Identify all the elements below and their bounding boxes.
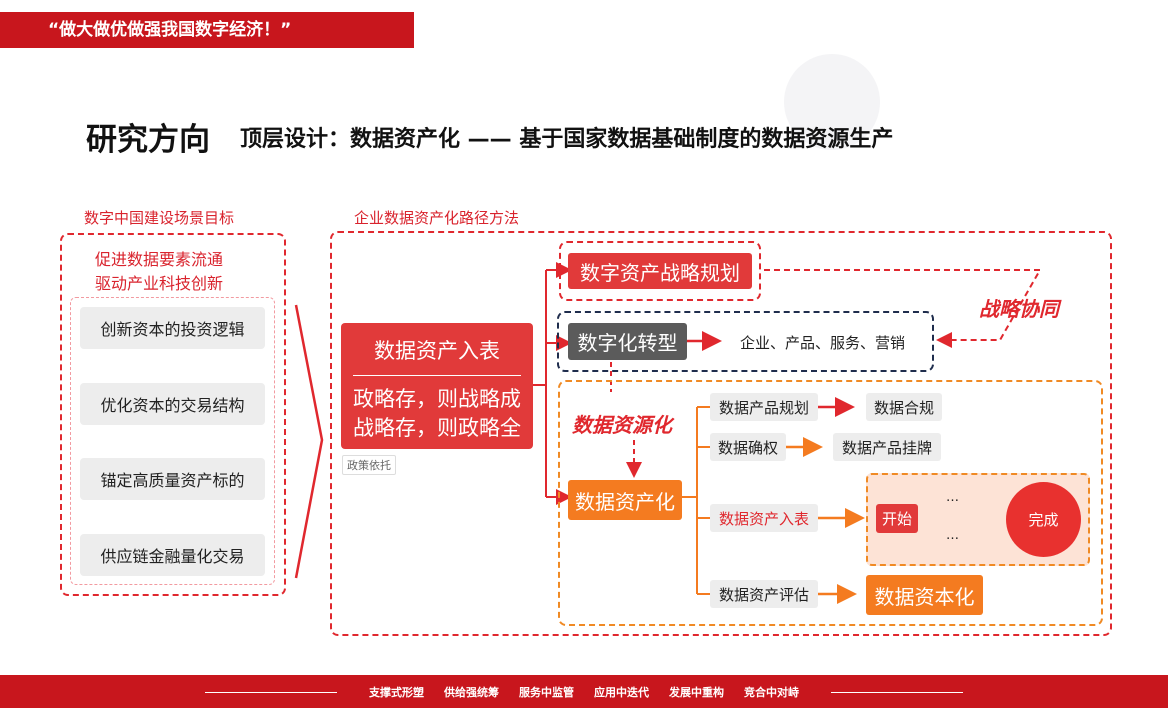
process-step-placeholder: …	[946, 528, 959, 543]
footer-keyword: 服务中监管	[519, 686, 574, 699]
footer-rule	[205, 691, 337, 693]
transform-node: 数字化转型	[568, 323, 687, 360]
main-box-body: 政略存，则战略成 战略存，则政略全	[341, 385, 533, 443]
footer-rule	[831, 691, 963, 693]
capitalize-node: 数据资本化	[866, 575, 983, 615]
goal-line-1: 促进数据要素流通	[95, 250, 224, 269]
done-node: 完成	[1006, 482, 1081, 557]
footer-keyword: 应用中迭代	[594, 686, 649, 699]
evaluate-node: 数据资产评估	[710, 580, 818, 608]
footer-keyword: 供给强统筹	[444, 686, 499, 699]
goal-item: 锚定高质量资产标的	[80, 458, 265, 500]
start-node: 开始	[876, 504, 918, 533]
strategy-node: 数字资产战略规划	[568, 253, 752, 289]
slogan-banner: “做大做优做强我国数字经济！”	[0, 12, 414, 48]
rights-node: 数据确权	[710, 433, 786, 461]
footer-keyword: 支撑式形塑	[369, 686, 424, 699]
goal-item: 供应链金融量化交易	[80, 534, 265, 576]
goal-item: 创新资本的投资逻辑	[80, 307, 265, 349]
listing-node: 数据产品挂牌	[833, 433, 941, 461]
data-asset-entry-box: 数据资产入表 政略存，则战略成 战略存，则政略全	[341, 323, 533, 449]
goal-line-2: 驱动产业科技创新	[95, 274, 224, 293]
left-panel-label: 数字中国建设场景目标	[84, 209, 235, 227]
compliance-node: 数据合规	[866, 393, 942, 421]
transform-scope: 企业、产品、服务、营销	[740, 334, 906, 352]
footer-keyword: 竞合中对峙	[744, 686, 799, 699]
resource-label: 数据资源化	[572, 413, 672, 437]
right-panel-label: 企业数据资产化路径方法	[354, 209, 520, 227]
left-panel	[60, 233, 286, 596]
footer-keyword: 发展中重构	[669, 686, 724, 699]
assetize-frame	[558, 380, 1103, 626]
assetize-node: 数据资产化	[568, 480, 682, 520]
main-box-divider	[353, 375, 521, 376]
slogan-text: “做大做优做强我国数字经济！”	[48, 20, 292, 40]
page-subtitle: 顶层设计：数据资产化 —— 基于国家数据基础制度的数据资源生产	[240, 127, 894, 152]
main-box-line-2: 战略存，则政略全	[353, 416, 521, 440]
goal-item: 优化资本的交易结构	[80, 383, 265, 425]
footer-banner: 支撑式形塑 供给强统筹 服务中监管 应用中迭代 发展中重构 竞合中对峙	[0, 675, 1168, 708]
goal-items-frame	[70, 297, 275, 585]
product-plan-node: 数据产品规划	[710, 393, 818, 421]
policy-note: 政策依托	[342, 455, 396, 475]
decorative-circle	[784, 54, 880, 150]
transform-frame	[557, 311, 934, 372]
synergy-label: 战略协同	[979, 297, 1059, 321]
process-step-placeholder: …	[946, 490, 959, 505]
page-title: 研究方向	[86, 122, 210, 158]
entry-node: 数据资产入表	[710, 504, 818, 532]
main-box-title: 数据资产入表	[374, 339, 500, 363]
strategy-frame	[559, 241, 761, 301]
main-box-line-1: 政略存，则战略成	[353, 387, 521, 411]
chevron-right-icon	[294, 304, 324, 579]
right-panel	[330, 231, 1112, 636]
